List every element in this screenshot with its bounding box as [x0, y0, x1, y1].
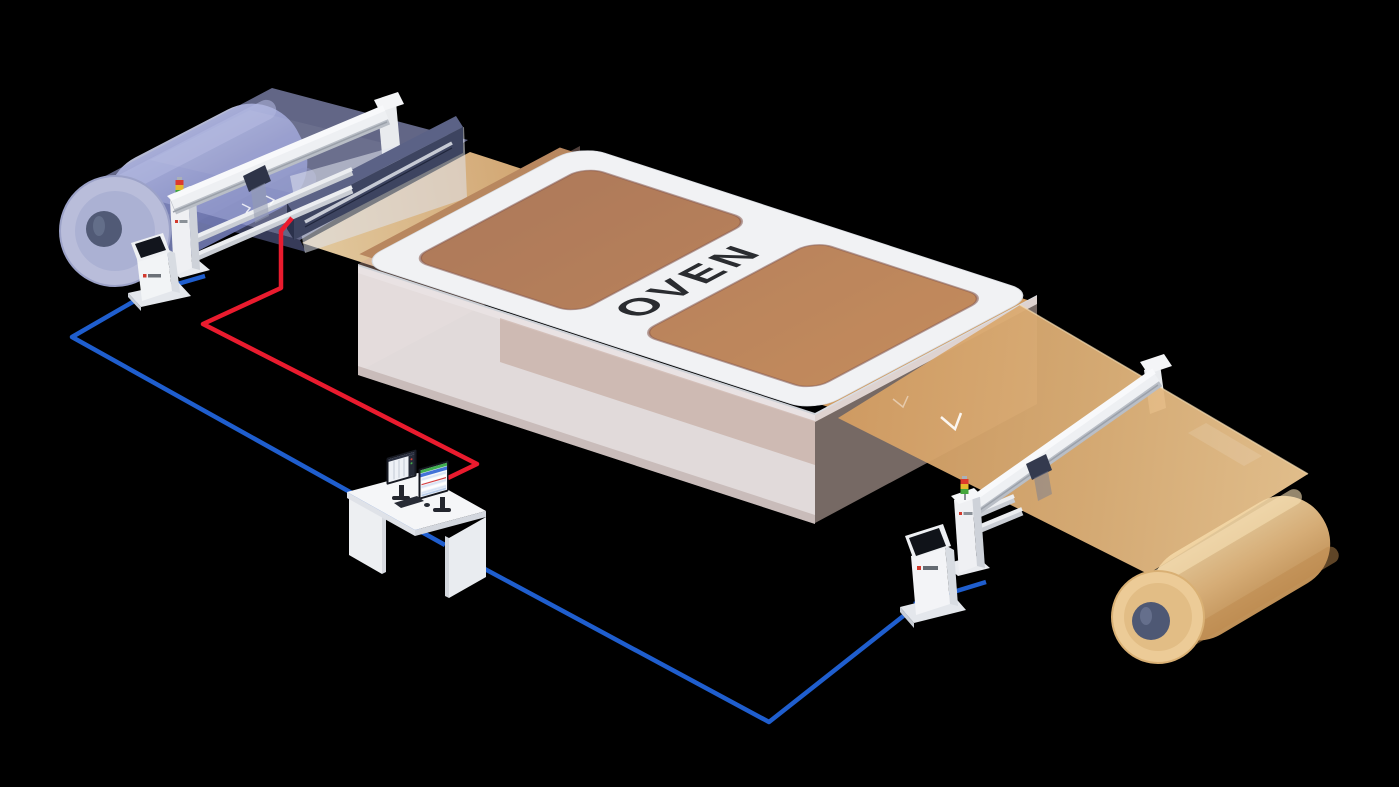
tower-yellow-icon — [960, 484, 969, 489]
tower-pole-icon — [964, 494, 966, 500]
unwind-roll-cap — [59, 175, 171, 287]
monitor-right-stand — [440, 497, 445, 509]
scanner-right-rail-2 — [974, 508, 1024, 535]
operator-terminal-left — [128, 233, 191, 311]
scanner-right-post-cap — [951, 488, 982, 504]
unwind-core-highlight — [93, 216, 105, 236]
film-direction-arrow-icon — [265, 195, 276, 206]
film-fold-highlight — [1188, 423, 1262, 466]
kiosk-left-logo-icon — [143, 274, 147, 278]
oven-front-glow — [500, 318, 815, 465]
film-direction-arrow-icon — [241, 203, 252, 214]
kiosk-left-logo-text — [148, 274, 161, 278]
monitor-right — [418, 460, 449, 500]
film-direction-arrow-icon — [940, 412, 963, 432]
scanner-right-sensor-head — [1026, 454, 1052, 480]
oven-front-face — [358, 266, 815, 524]
coating-die — [287, 116, 467, 253]
kiosk-right-screen — [909, 528, 946, 556]
scanner-right-logo-icon — [959, 512, 962, 515]
monitor-left-stand — [399, 485, 404, 497]
web-scanner-right — [944, 368, 1163, 576]
kiosk-left-screen — [135, 236, 166, 258]
oven: OVEN — [358, 146, 1037, 524]
tower-red-icon — [960, 479, 969, 484]
cable-blue-right — [468, 559, 918, 725]
oven-front-bottom-shade — [358, 366, 815, 524]
oven-window-right — [647, 244, 979, 388]
scanner-right-sensor-plate — [1034, 471, 1052, 501]
scanner-right-far-post-cap — [1140, 354, 1172, 374]
desk-right-panel — [449, 517, 486, 598]
kiosk-right-body — [911, 545, 950, 615]
die-slot-shadow — [304, 147, 453, 228]
kiosk-right-logo-text — [923, 566, 938, 570]
monitor-left — [386, 449, 417, 485]
desk-left-panel — [349, 497, 382, 574]
scanner-right-logo-text — [963, 512, 973, 515]
scanner-left-sensor-plate — [251, 183, 269, 223]
rewind-film-roll — [1111, 489, 1339, 664]
die-slot — [304, 141, 453, 224]
film-direction-arrow-icon — [892, 395, 909, 409]
scanner-left-rail-1 — [193, 168, 354, 244]
scanner-left-rail-2 — [193, 186, 354, 262]
kiosk-right-logo-icon — [917, 566, 921, 570]
scanner-left-logo-icon — [175, 220, 178, 223]
scanner-left-near-post — [170, 192, 192, 276]
rewind-roll-shade — [1179, 546, 1339, 648]
tower-red-icon — [175, 180, 184, 185]
signal-tower-right — [960, 476, 969, 500]
keyboard — [394, 496, 424, 508]
scanner-left-sensor-head — [243, 165, 271, 192]
rewind-roll-highlight — [1144, 489, 1302, 589]
scanner-left-logo-text — [179, 220, 188, 223]
die-top-face — [287, 116, 463, 214]
rewind-core-highlight — [1140, 607, 1152, 625]
oven-window-left — [418, 169, 744, 311]
scanner-left-frame — [167, 105, 391, 278]
operator-terminal-right — [900, 524, 966, 628]
tower-yellow-icon — [175, 185, 184, 190]
mouse — [424, 503, 430, 507]
cable-red-signal — [200, 216, 480, 481]
rewind-core — [1132, 602, 1170, 640]
control-desk — [347, 449, 486, 598]
tower-green-icon — [960, 489, 969, 494]
